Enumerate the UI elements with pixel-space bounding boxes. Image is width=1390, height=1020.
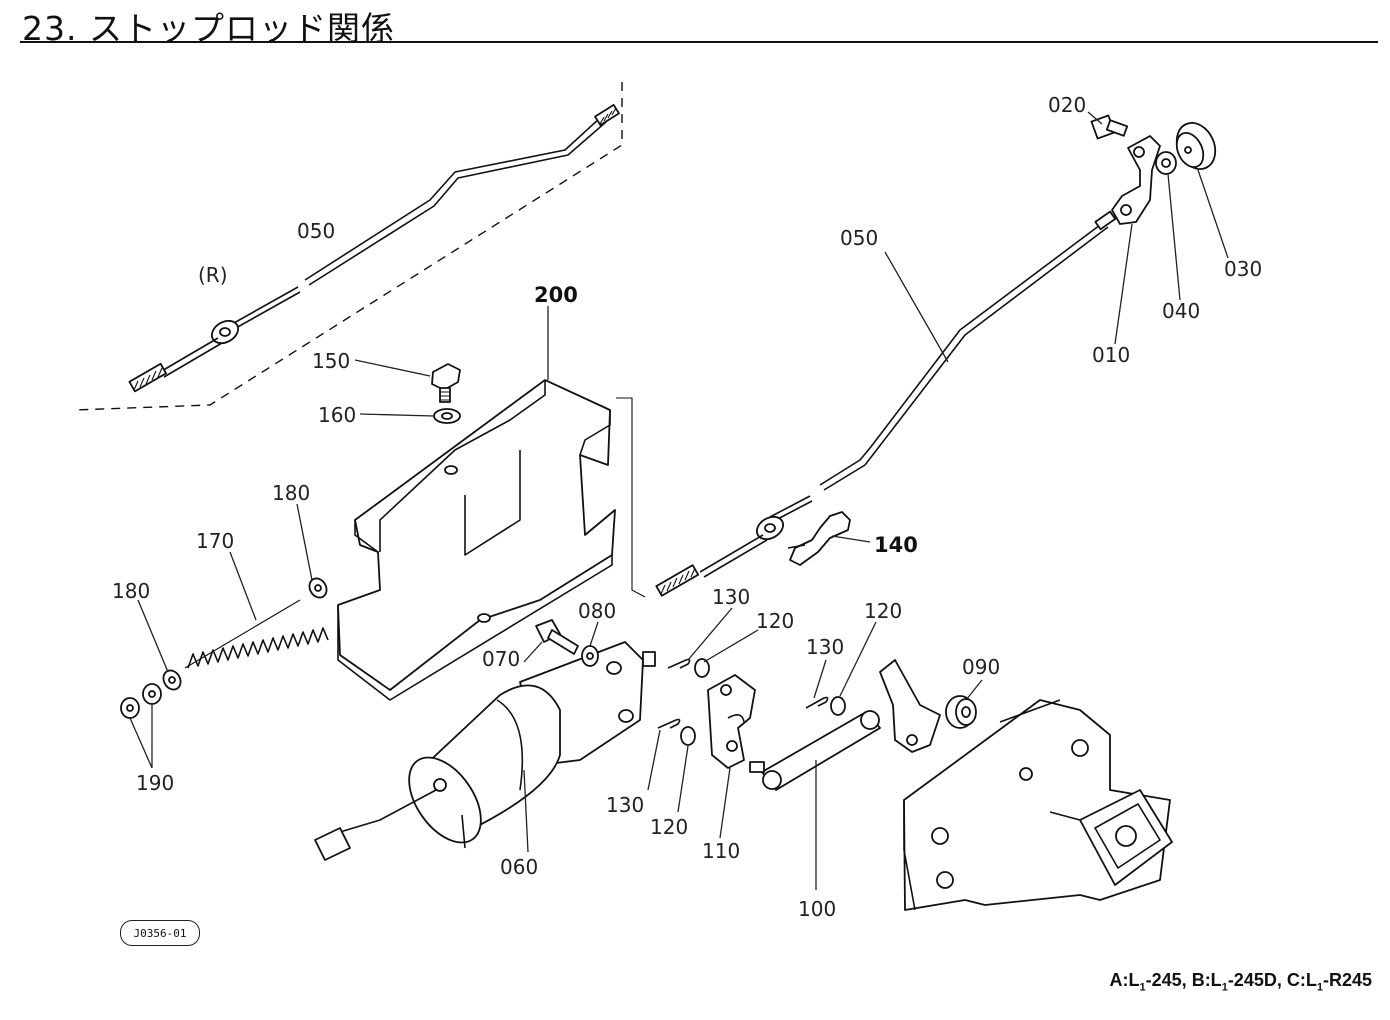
part-labels: 020 030 040 010 050 050 (R) 200 150 160 … [112, 93, 1262, 921]
solenoid-060 [314, 641, 656, 861]
washer-160 [433, 408, 461, 424]
model-applicability-note: A:L1-245, B:L1-245D, C:L1-R245 [1110, 970, 1372, 994]
grommet-090 [945, 695, 977, 729]
label-060: 060 [500, 855, 538, 879]
figure-code-tag: J0356-01 [120, 920, 200, 946]
label-180-top: 180 [272, 481, 310, 505]
label-030: 030 [1224, 257, 1262, 281]
rod-050-r-variant [74, 82, 623, 411]
model-c: C:L [1281, 970, 1317, 990]
model-a: A:L [1109, 970, 1140, 990]
label-080: 080 [578, 599, 616, 623]
model-a-rest: -245, [1145, 970, 1187, 990]
label-120-bottom: 120 [650, 815, 688, 839]
washer-180 [162, 577, 328, 691]
model-b-rest: -245D, [1227, 970, 1282, 990]
pin-130 [657, 658, 829, 729]
bolt-070 [535, 619, 579, 655]
title-underline [20, 41, 1378, 43]
label-130-bottom: 130 [606, 793, 644, 817]
label-090: 090 [962, 655, 1000, 679]
bracket-140 [787, 511, 851, 566]
model-b: B:L [1186, 970, 1222, 990]
label-050-left: 050 [297, 219, 335, 243]
link-100 [749, 710, 881, 791]
label-040: 040 [1162, 299, 1200, 323]
washer-120 [680, 658, 846, 746]
leader-lines [129, 111, 1229, 890]
rod-050 [655, 210, 1117, 597]
bolt-020 [1090, 114, 1129, 140]
model-b-sub: 1 [1221, 981, 1228, 994]
nut-040 [1155, 151, 1177, 175]
label-010: 010 [1092, 343, 1130, 367]
model-a-sub: 1 [1139, 981, 1146, 994]
model-c-rest: -R245 [1322, 970, 1372, 990]
washer-080 [581, 645, 599, 667]
label-130-top: 130 [712, 585, 750, 609]
spring-170 [184, 599, 329, 669]
plate-110 [707, 674, 756, 769]
cover-200 [337, 379, 646, 701]
label-130-right: 130 [806, 635, 844, 659]
label-120-top: 120 [756, 609, 794, 633]
label-110: 110 [702, 839, 740, 863]
bolt-150 [431, 363, 461, 403]
nut-190 [120, 683, 162, 719]
label-140: 140 [874, 533, 918, 557]
label-170: 170 [196, 529, 234, 553]
model-c-sub: 1 [1316, 981, 1323, 994]
pump-housing [879, 659, 1173, 911]
knob-030 [1175, 122, 1217, 170]
label-100: 100 [798, 897, 836, 921]
label-120-right: 120 [864, 599, 902, 623]
label-070: 070 [482, 647, 520, 671]
label-150: 150 [312, 349, 350, 373]
label-050-right: 050 [840, 226, 878, 250]
label-160: 160 [318, 403, 356, 427]
label-180-bottom: 180 [112, 579, 150, 603]
lever-010 [1111, 135, 1161, 225]
label-020: 020 [1048, 93, 1086, 117]
label-190: 190 [136, 771, 174, 795]
label-200: 200 [534, 283, 578, 307]
label-r-variant: (R) [198, 263, 228, 287]
